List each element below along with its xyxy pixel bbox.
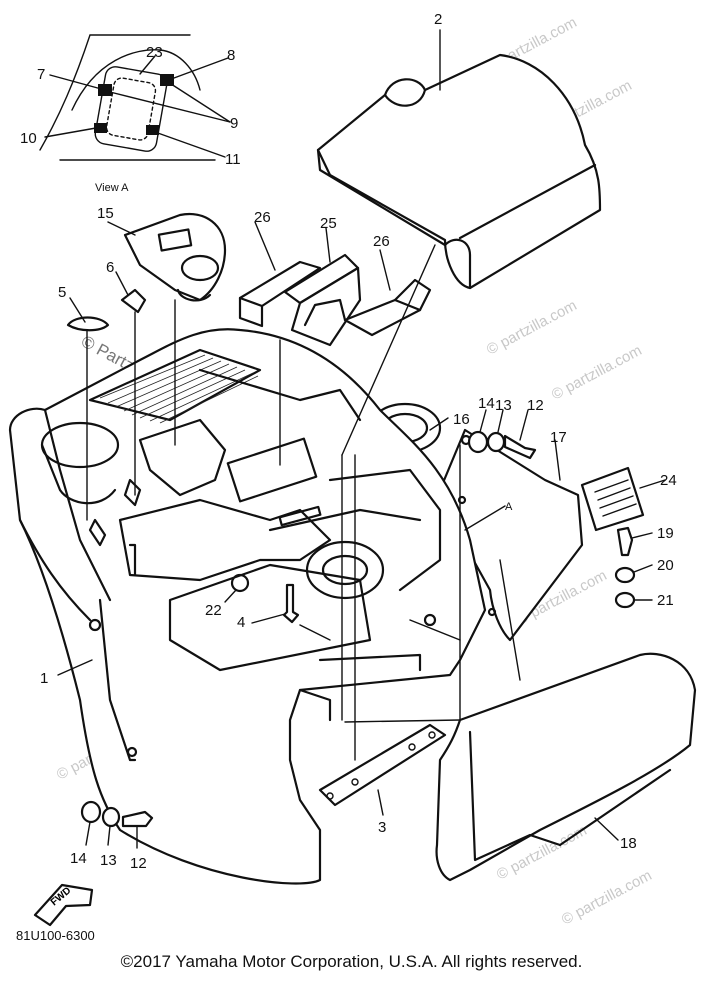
callout-8: 8 (227, 47, 235, 64)
part-11-pad (146, 125, 159, 135)
part-3-bracket (318, 723, 447, 807)
callout-2: 2 (434, 11, 442, 28)
callout-17: 17 (550, 429, 567, 446)
callout-26a: 26 (254, 209, 271, 226)
callout-13b: 13 (100, 852, 117, 869)
part-5-clamp (66, 316, 110, 332)
callout-9: 9 (230, 115, 238, 132)
part-15-holder (123, 212, 227, 302)
part-25-26-bracket (238, 253, 432, 347)
callout-4: 4 (237, 614, 245, 631)
diagram-code: 81U100-6300 (16, 928, 95, 943)
callout-24: 24 (660, 472, 677, 489)
callout-6: 6 (106, 259, 114, 276)
callout-13a: 13 (495, 397, 512, 414)
callout-19: 19 (657, 525, 674, 542)
watermark-3: © partzilla.com (484, 297, 580, 359)
assembly-lines (86, 244, 521, 761)
watermark-4: © partzilla.com (549, 342, 645, 404)
callout-1: 1 (40, 670, 48, 687)
copyright-notice: ©2017 Yamaha Motor Corporation, U.S.A. A… (120, 952, 583, 971)
part-22-cap (230, 573, 250, 593)
callout-11: 11 (225, 151, 241, 168)
callout-12a: 12 (527, 397, 544, 414)
callout-14b: 14 (70, 850, 87, 867)
callout-7: 7 (37, 66, 45, 83)
watermark-9: © partzilla.com (559, 867, 655, 929)
callout-12b: 12 (130, 855, 147, 872)
view-a-inset: View A (39, 34, 231, 194)
leader-lines (57, 29, 666, 849)
callout-21: 21 (657, 592, 674, 609)
part-18-lower-cover (435, 652, 697, 882)
callout-18: 18 (620, 835, 637, 852)
part-2-lid (316, 53, 602, 290)
callout-26b: 26 (373, 233, 390, 250)
callout-16: 16 (453, 411, 470, 428)
callout-3: 3 (378, 819, 386, 836)
part-10-pad (94, 123, 107, 133)
fastener-set-lower (80, 800, 154, 828)
callout-25: 25 (320, 215, 337, 232)
part-24-label (580, 466, 645, 532)
callout-5: 5 (58, 284, 66, 301)
part-17-side-cover (438, 428, 584, 642)
callout-numbers: 2 23 8 7 9 10 11 15 26 25 26 6 5 14 13 1… (20, 11, 677, 872)
view-a-arrow-label: A (505, 501, 513, 513)
callout-10: 10 (20, 130, 37, 147)
part-1-console-body (8, 328, 487, 885)
callout-15: 15 (97, 205, 114, 222)
part-4-screw (282, 583, 300, 624)
fastener-set-upper (467, 430, 537, 460)
callout-23: 23 (146, 44, 163, 61)
callout-20: 20 (657, 557, 674, 574)
view-a-label: View A (95, 182, 129, 194)
fwd-arrow-icon: FWD (33, 883, 94, 927)
callout-22: 22 (205, 602, 222, 619)
callout-14a: 14 (478, 395, 495, 412)
part-6-clip (120, 288, 147, 314)
fastener-set-right (614, 526, 636, 609)
